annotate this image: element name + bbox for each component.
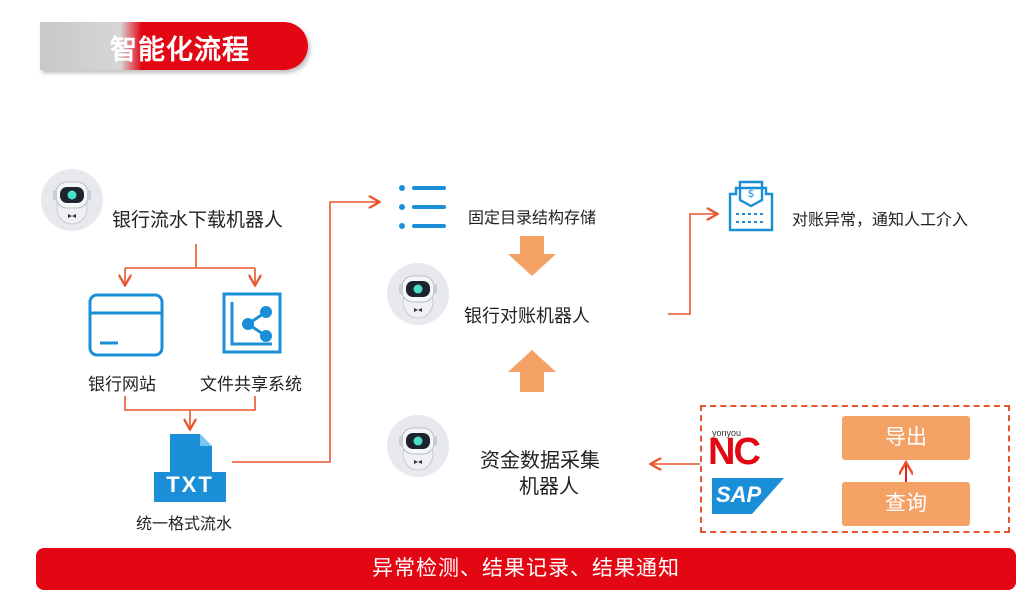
- query-button[interactable]: 查询: [842, 482, 970, 526]
- sap-logo-text: SAP: [716, 482, 762, 507]
- data-source-box: [700, 405, 1010, 533]
- svg-text:$: $: [748, 187, 755, 200]
- yonyou-logo-text: yonyou: [712, 428, 742, 438]
- big-arrow-down: [508, 236, 556, 276]
- bottom-summary-bar: 异常检测、结果记录、结果通知: [36, 548, 1016, 590]
- download-robot-label: 银行流水下载机器人: [112, 210, 284, 231]
- collector-robot-label-line1: 资金数据采集: [480, 450, 600, 472]
- connector-robot-split: [125, 244, 255, 269]
- bill-alert-icon: $: [728, 180, 774, 232]
- robot-icon: [387, 263, 449, 325]
- export-button[interactable]: 导出: [842, 416, 970, 460]
- sap-logo-icon: [712, 478, 784, 514]
- connector-merge: [124, 396, 256, 411]
- title-banner: [40, 22, 308, 70]
- robot-icon: [41, 169, 103, 231]
- txt-file-icon: [154, 434, 226, 502]
- nc-logo: NC: [708, 431, 761, 473]
- arrow-txt-to-dir: [232, 202, 378, 463]
- file-share-label: 文件共享系统: [200, 375, 302, 394]
- txt-badge: TXT: [166, 472, 214, 497]
- collector-robot-label-line2: 机器人: [519, 476, 579, 498]
- exception-notice-label: 对账异常，通知人工介入: [792, 212, 969, 229]
- bank-card-icon: [88, 293, 164, 357]
- list-icon: [399, 185, 446, 229]
- arrow-to-exception: [668, 214, 716, 315]
- page-title: 智能化流程: [110, 35, 250, 65]
- robot-icon: [387, 415, 449, 477]
- share-icon: [222, 292, 282, 354]
- reconcile-robot-label: 银行对账机器人: [464, 306, 590, 326]
- unified-format-label: 统一格式流水: [136, 516, 233, 533]
- fixed-dir-label: 固定目录结构存储: [468, 210, 597, 227]
- bank-website-label: 银行网站: [88, 375, 156, 394]
- big-arrow-up: [508, 350, 556, 392]
